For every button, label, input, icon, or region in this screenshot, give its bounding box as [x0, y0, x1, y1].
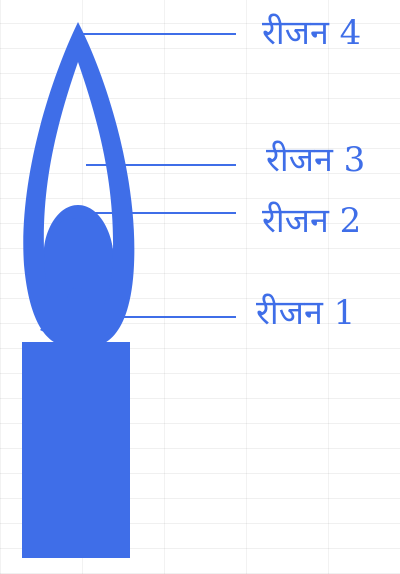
label-region-3: रीजन 3	[266, 140, 366, 180]
candle-body	[22, 342, 130, 558]
label-region-2: रीजन 2	[262, 201, 362, 241]
middle-flame	[44, 218, 113, 318]
label-region-4: रीजन 4	[262, 13, 362, 53]
inner-flame	[40, 286, 116, 336]
label-region-1: रीजन 1	[256, 293, 356, 333]
